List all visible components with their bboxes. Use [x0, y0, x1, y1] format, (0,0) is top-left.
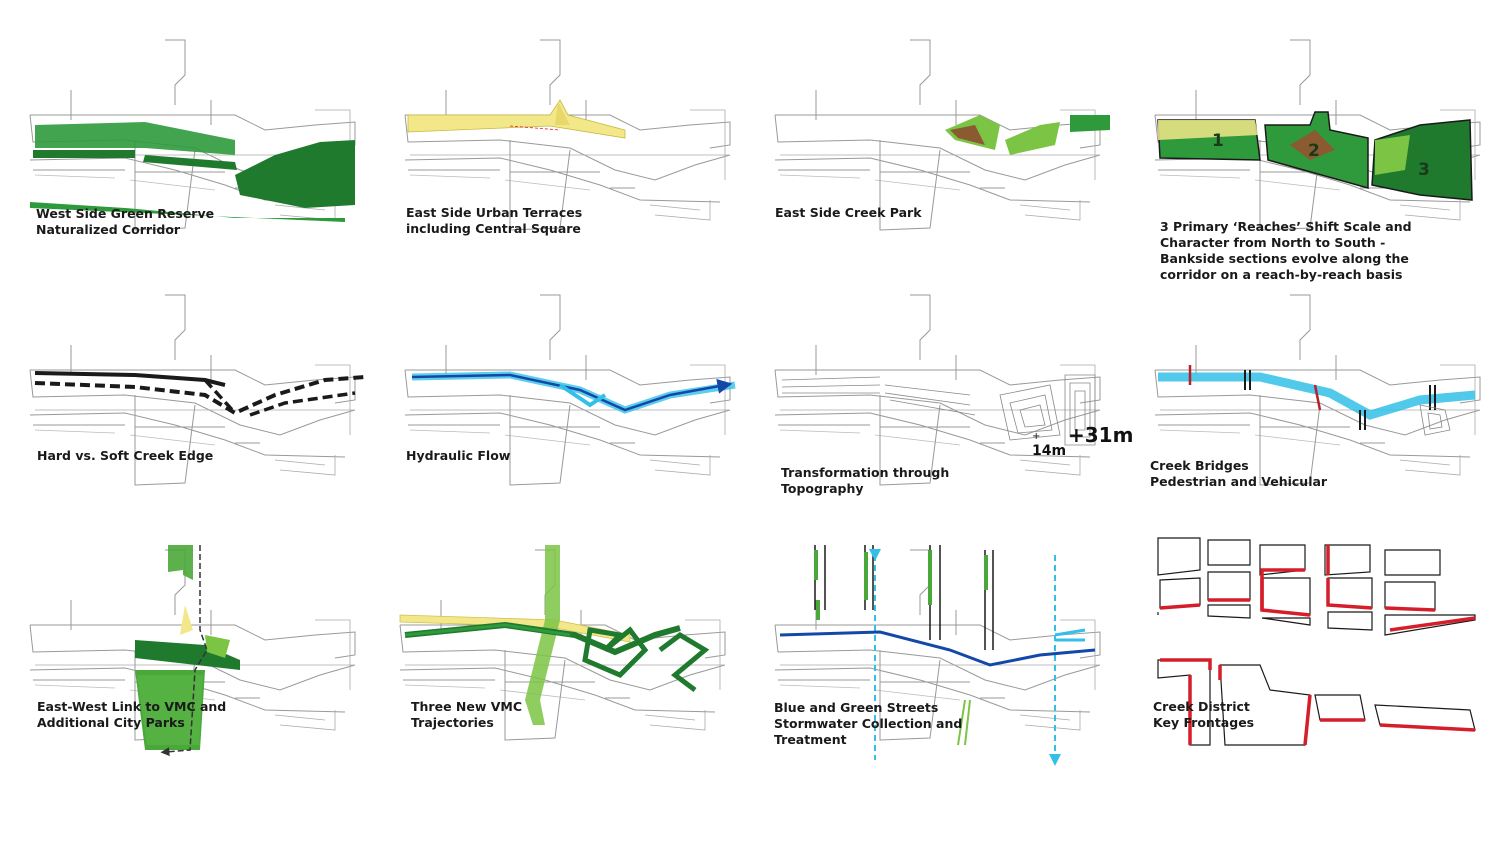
diagram-topography: +	[774, 294, 1101, 486]
diagram-east-west-link	[29, 545, 356, 757]
diagram-blue-green-streets	[774, 545, 1101, 780]
reach-label-3: 3	[1418, 160, 1430, 180]
elevation-low: 14m	[1032, 443, 1067, 459]
reach-label-1: 1	[1212, 131, 1224, 151]
panel-urban-terraces: East Side Urban Terraces including Centr…	[400, 30, 760, 270]
diagram-creek-edge	[29, 294, 366, 486]
panel-creek-park: East Side Creek Park	[770, 30, 1130, 270]
caption-hydraulic-flow: Hydraulic Flow	[406, 448, 511, 463]
caption-key-frontages: Creek District Key Frontages	[1153, 699, 1255, 730]
panel-blue-green-streets: Blue and Green Streets Stormwater Collec…	[770, 540, 1130, 780]
caption-east-west-link: East-West Link to VMC and Additional Cit…	[37, 699, 227, 730]
caption-creek-park: East Side Creek Park	[775, 205, 922, 220]
diagram-creek-bridges	[1154, 294, 1481, 486]
panel-creek-bridges: Creek Bridges Pedestrian and Vehicular	[1150, 285, 1500, 525]
diagram-key-frontages	[1157, 537, 1476, 746]
panel-hydraulic-flow: Hydraulic Flow	[400, 285, 760, 525]
caption-urban-terraces: East Side Urban Terraces including Centr…	[406, 205, 583, 236]
panel-green-reserve: West Side Green Reserve Naturalized Corr…	[25, 30, 385, 270]
panel-key-frontages: Creek District Key Frontages	[1150, 530, 1500, 770]
caption-blue-green-streets: Blue and Green Streets Stormwater Collec…	[774, 700, 963, 747]
caption-primary-reaches: 3 Primary ‘Reaches’ Shift Scale and Char…	[1160, 219, 1412, 282]
diagram-vmc-trajectories	[399, 545, 726, 741]
panel-vmc-trajectories: Three New VMC Trajectories	[395, 540, 755, 780]
reach-label-2: 2	[1308, 141, 1320, 161]
panel-primary-reaches: 1 2 3 3 Primary ‘Reaches’ Shift Scale an…	[1150, 30, 1500, 282]
panel-creek-edge: Hard vs. Soft Creek Edge	[25, 285, 385, 525]
caption-topography: Transformation through Topography	[781, 465, 950, 496]
caption-creek-edge: Hard vs. Soft Creek Edge	[37, 448, 214, 463]
diagram-creek-park	[774, 39, 1110, 231]
caption-creek-bridges: Creek Bridges Pedestrian and Vehicular	[1150, 458, 1328, 489]
diagram-urban-terraces	[404, 39, 731, 231]
diagram-hydraulic-flow	[404, 294, 736, 486]
caption-vmc-trajectories: Three New VMC Trajectories	[411, 699, 523, 730]
elevation-marker-icon: +	[1032, 431, 1040, 442]
caption-green-reserve: West Side Green Reserve Naturalized Corr…	[36, 206, 215, 237]
diagram-primary-reaches: 1 2 3	[1154, 39, 1481, 231]
panel-east-west-link: East-West Link to VMC and Additional Cit…	[25, 540, 385, 780]
diagram-green-reserve	[29, 39, 356, 231]
panel-topography: + +31m 14m Transformation through Topogr…	[770, 285, 1134, 525]
elevation-high: +31m	[1068, 423, 1134, 447]
